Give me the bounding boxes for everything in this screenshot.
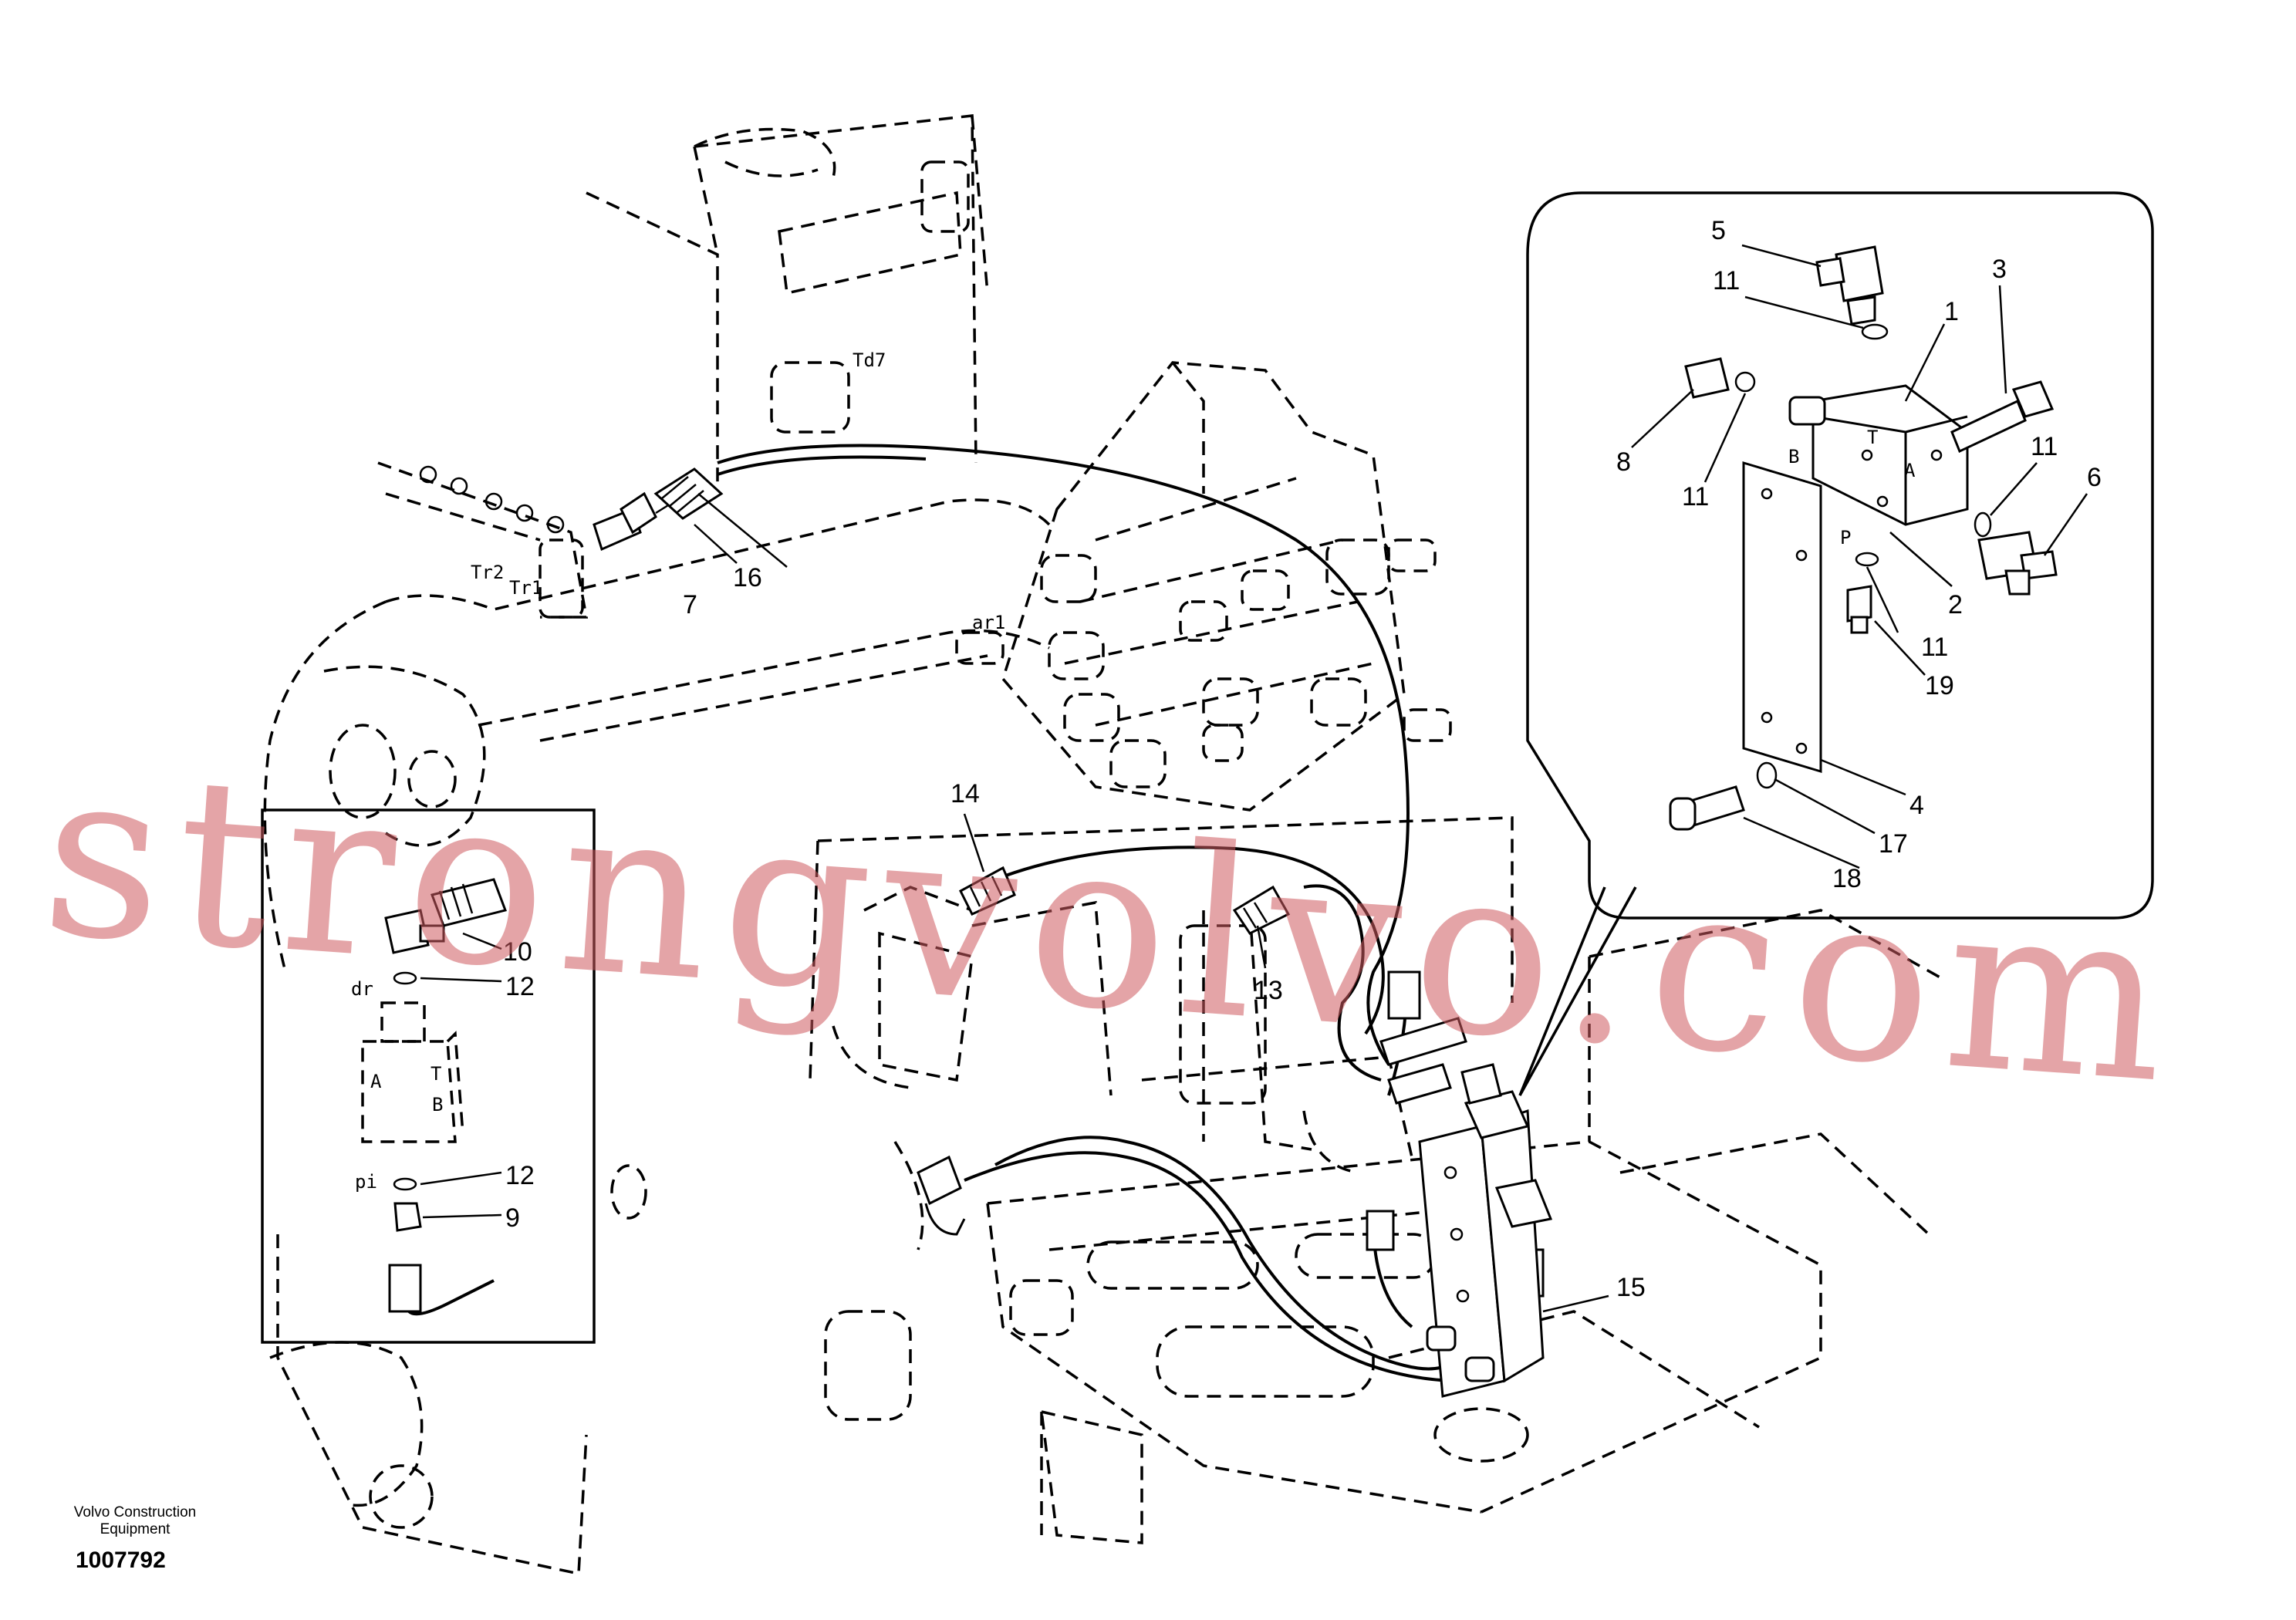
callout-18: 18 bbox=[1832, 864, 1862, 893]
detail-screw-18 bbox=[1669, 761, 1778, 831]
left-manifold-fittings bbox=[377, 461, 589, 619]
callout-8: 8 bbox=[1616, 447, 1631, 477]
callout-3: 3 bbox=[1992, 255, 2007, 284]
callout-6: 6 bbox=[2087, 463, 2102, 492]
port-label-detail-b: B bbox=[1788, 446, 1799, 467]
port-label-inset-t: T bbox=[430, 1063, 441, 1085]
valve-mount-outline bbox=[878, 900, 1267, 1105]
port-label-pi: pi bbox=[355, 1171, 377, 1193]
solenoid-valve-assembly bbox=[1418, 1063, 1553, 1398]
detail-fitting-5 bbox=[1815, 245, 1884, 326]
port-label-tr2: Tr2 bbox=[471, 562, 504, 583]
callout-11-left: 11 bbox=[1682, 482, 1709, 511]
detail-oring-11 bbox=[1861, 323, 1992, 538]
callout-15: 15 bbox=[1616, 1273, 1646, 1302]
port-label-detail-a: A bbox=[1904, 460, 1916, 481]
port-label-ar1: ar1 bbox=[972, 612, 1005, 633]
callout-11-right: 11 bbox=[2031, 432, 2058, 461]
callout-19: 19 bbox=[1925, 671, 1954, 700]
port-label-td7: Td7 bbox=[853, 349, 886, 371]
hose-16-end-fitting bbox=[653, 467, 724, 520]
leader-lines bbox=[420, 244, 2088, 1313]
detail-fitting-8 bbox=[1684, 357, 1756, 399]
callout-2: 2 bbox=[1948, 590, 1963, 619]
hose-14 bbox=[959, 845, 1385, 1035]
hose-16 bbox=[717, 444, 1410, 1066]
hose-7-tee bbox=[593, 491, 687, 552]
machine-frame-outline bbox=[263, 114, 1945, 1576]
hose-13 bbox=[1232, 884, 1382, 1082]
callout-1: 1 bbox=[1944, 297, 1959, 326]
detail-bubble bbox=[1526, 191, 2154, 920]
publisher-line-2: Equipment bbox=[100, 1521, 171, 1537]
detail-plate-4 bbox=[1742, 461, 1822, 774]
publisher-credit: Volvo Construction Equipment bbox=[54, 1504, 216, 1538]
detail-valve-body-1 bbox=[1788, 384, 1969, 526]
callout-11-bottom: 11 bbox=[1921, 633, 1948, 662]
detail-fitting-6 bbox=[1977, 531, 2058, 596]
drawing-number: 1007792 bbox=[76, 1547, 166, 1573]
callout-12-bottom: 12 bbox=[505, 1161, 535, 1190]
callout-7: 7 bbox=[683, 590, 697, 619]
callout-17: 17 bbox=[1879, 829, 1908, 859]
main-control-valve bbox=[770, 361, 1452, 812]
callout-16: 16 bbox=[733, 563, 762, 592]
publisher-line-1: Volvo Construction bbox=[73, 1504, 197, 1520]
callout-14: 14 bbox=[950, 779, 980, 808]
detail-leader bbox=[1518, 886, 1637, 1096]
detail-fitting-19 bbox=[1846, 552, 1879, 634]
callout-13: 13 bbox=[1254, 976, 1283, 1005]
callout-5: 5 bbox=[1711, 216, 1726, 245]
detail-bolt-3 bbox=[1950, 380, 2055, 454]
callout-4: 4 bbox=[1909, 791, 1924, 820]
port-label-dr: dr bbox=[351, 978, 373, 1000]
port-label-detail-t: T bbox=[1867, 427, 1878, 448]
callout-10: 10 bbox=[503, 937, 532, 967]
callout-12-top: 12 bbox=[505, 972, 535, 1001]
port-label-tr1: Tr1 bbox=[509, 577, 542, 599]
port-label-inset-a: A bbox=[370, 1071, 382, 1092]
callout-11-top: 11 bbox=[1713, 266, 1740, 295]
port-label-inset-b: B bbox=[432, 1094, 443, 1115]
inset-box-left bbox=[261, 808, 596, 1344]
port-label-detail-p: P bbox=[1840, 527, 1851, 548]
callout-9: 9 bbox=[505, 1203, 520, 1233]
